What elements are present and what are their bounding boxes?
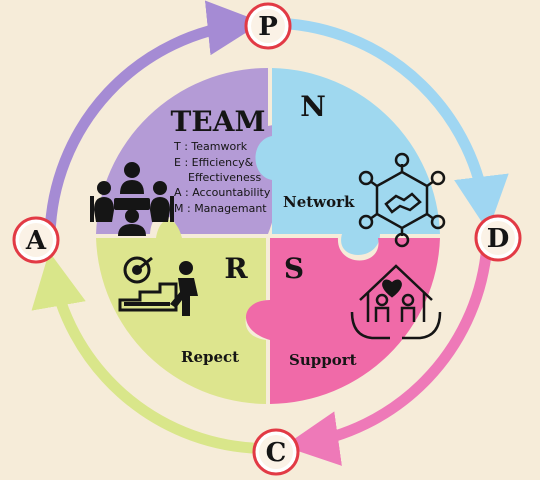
puzzle-circle bbox=[96, 67, 440, 404]
badge-d: D bbox=[474, 214, 522, 262]
puzzle-piece-network bbox=[255, 68, 440, 255]
puzzle-piece-support bbox=[245, 238, 440, 404]
cycle-arrows bbox=[31, 0, 509, 466]
badge-p: P bbox=[244, 2, 292, 50]
badge-a-label: A bbox=[25, 226, 47, 256]
puzzle-piece-team bbox=[96, 67, 303, 234]
team-item-5: M : Managemant bbox=[174, 202, 267, 215]
arrow-c-to-a bbox=[31, 251, 258, 454]
team-item-3: Effectiveness bbox=[188, 171, 261, 184]
team-item-2: E : Efficiency& bbox=[174, 156, 254, 169]
puzzle-piece-respect bbox=[96, 220, 266, 404]
support-letter: S bbox=[284, 252, 304, 285]
network-handshake-icon bbox=[358, 152, 446, 248]
team-item-4: A : Accountability bbox=[174, 186, 271, 199]
badge-c-label: C bbox=[266, 438, 287, 468]
arrow-p-to-d bbox=[284, 18, 509, 232]
badge-c: C bbox=[252, 428, 300, 476]
respect-label: Repect bbox=[181, 348, 239, 366]
family-hands-icon bbox=[350, 264, 442, 340]
arrow-a-to-p bbox=[44, 0, 263, 241]
network-letter: N bbox=[300, 90, 326, 123]
badge-d-label: D bbox=[487, 224, 510, 254]
stairs-target-icon bbox=[118, 256, 198, 316]
respect-letter: R bbox=[224, 252, 248, 285]
network-label: Network bbox=[283, 193, 355, 211]
meeting-icon bbox=[90, 162, 174, 236]
support-label: Support bbox=[289, 351, 357, 369]
badge-p-label: P bbox=[258, 12, 278, 42]
arrow-d-to-c bbox=[283, 249, 492, 466]
team-item-1: T : Teamwork bbox=[173, 140, 248, 153]
team-title: TEAM bbox=[171, 105, 266, 138]
badge-a: A bbox=[12, 216, 60, 264]
